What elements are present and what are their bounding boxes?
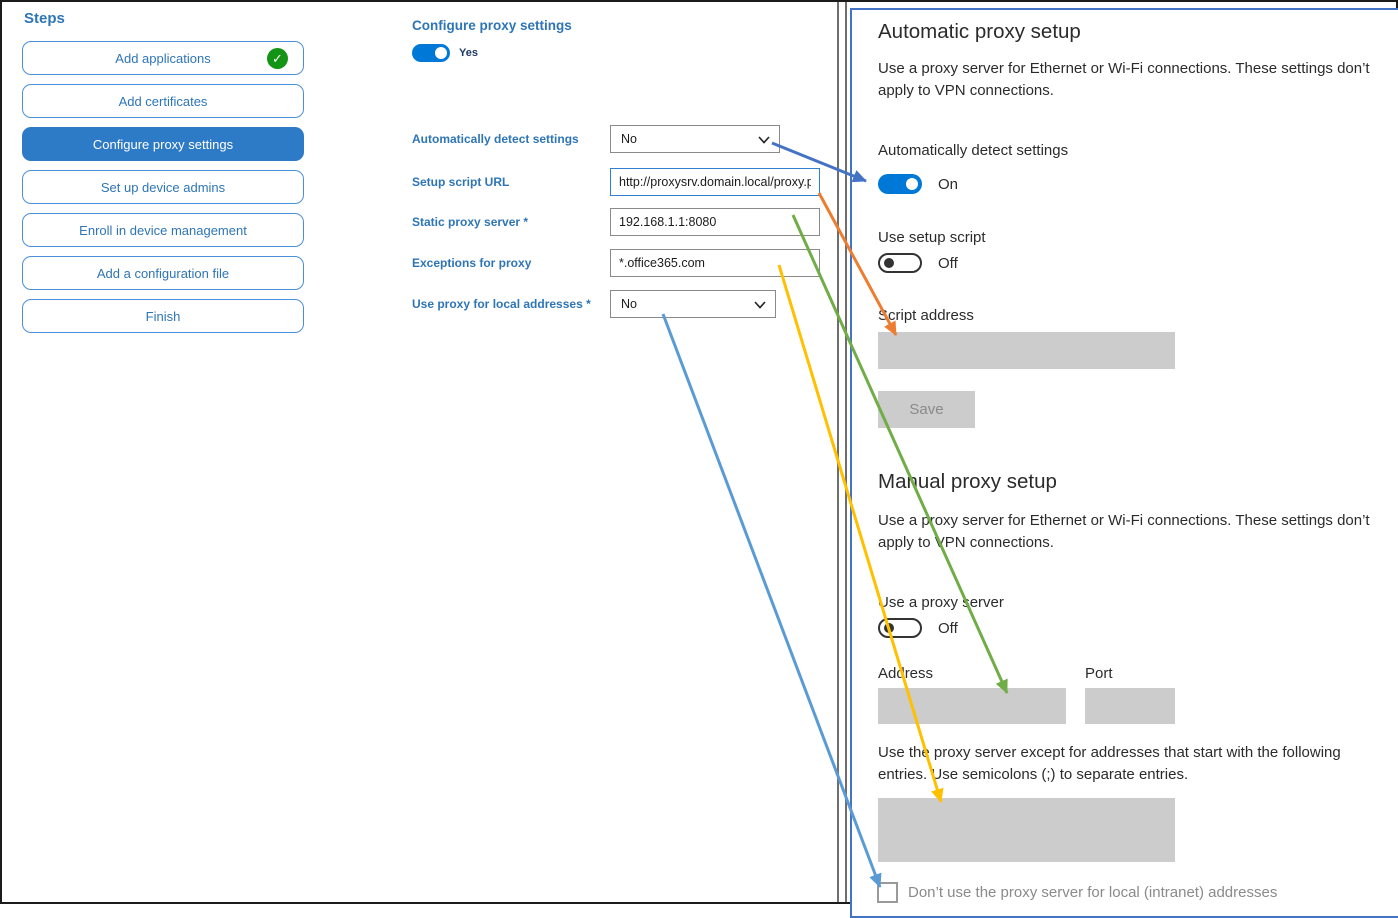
save-button[interactable]: Save	[878, 391, 975, 428]
chevron-down-icon	[754, 301, 766, 309]
proxy-exceptions-input[interactable]	[878, 798, 1175, 862]
exceptions-for-proxy-input[interactable]	[610, 249, 820, 277]
toggle-knob	[906, 178, 918, 190]
step-label: Add certificates	[118, 93, 208, 109]
step-label: Finish	[145, 308, 181, 324]
use-proxy-server-label: Use a proxy server	[878, 594, 1004, 611]
field-label: Exceptions for proxy	[412, 256, 532, 270]
step-label: Add applications	[115, 50, 211, 66]
field-label: Setup script URL	[412, 175, 510, 189]
use-setup-script-state: Off	[938, 255, 958, 272]
address-input[interactable]	[878, 688, 1066, 724]
step-label: Configure proxy settings	[92, 136, 234, 152]
detect-settings-label: Automatically detect settings	[878, 142, 1069, 159]
field-label: Static proxy server *	[412, 215, 529, 229]
step-label: Add a configuration file	[96, 265, 230, 281]
use-setup-script-toggle[interactable]	[878, 253, 922, 273]
use-proxy-local-dropdown[interactable]: No	[610, 290, 776, 318]
port-input[interactable]	[1085, 688, 1175, 724]
step-add-a-configuration-file[interactable]: Add a configuration file	[22, 256, 304, 290]
step-label: Set up device admins	[100, 179, 226, 195]
dropdown-value: No	[621, 132, 637, 146]
proxy-exceptions-description: Use the proxy server except for addresse…	[878, 744, 1341, 783]
steps-title: Steps	[24, 10, 65, 27]
field-label: Use proxy for local addresses *	[412, 297, 591, 311]
manual-proxy-setup-title: Manual proxy setup	[878, 470, 1057, 493]
step-label: Enroll in device management	[79, 222, 247, 238]
configure-proxy-toggle-row: Yes	[412, 44, 478, 62]
detect-settings-toggle[interactable]	[878, 174, 922, 194]
static-proxy-server-input[interactable]	[610, 208, 820, 236]
step-set-up-device-admins[interactable]: Set up device admins	[22, 170, 304, 204]
windows-proxy-settings-panel: Automatic proxy setup Use a proxy server…	[850, 8, 1398, 918]
local-intranet-checkbox-label: Don’t use the proxy server for local (in…	[908, 884, 1278, 901]
step-configure-proxy-settings[interactable]: Configure proxy settings	[22, 127, 304, 161]
use-proxy-server-state: Off	[938, 620, 958, 637]
use-proxy-server-toggle[interactable]	[878, 618, 922, 638]
step-finish[interactable]: Finish	[22, 299, 304, 333]
toggle-state-label: Yes	[459, 47, 478, 59]
manual-proxy-description: Use a proxy server for Ethernet or Wi-Fi…	[878, 512, 1370, 551]
step-add-certificates[interactable]: Add certificates	[22, 84, 304, 118]
steps-sidebar: Steps Add applications ✓ Add certificate…	[22, 10, 304, 342]
automatic-proxy-description: Use a proxy server for Ethernet or Wi-Fi…	[878, 60, 1370, 99]
setup-script-url-input[interactable]	[610, 168, 820, 196]
automatic-proxy-setup-title: Automatic proxy setup	[878, 20, 1081, 43]
form-title: Configure proxy settings	[412, 18, 572, 33]
toggle-knob	[884, 258, 894, 268]
pane-divider-line	[837, 2, 839, 902]
arrow-local-addresses	[661, 313, 882, 888]
configure-proxy-toggle[interactable]	[412, 44, 450, 62]
local-intranet-checkbox[interactable]	[877, 882, 898, 903]
address-label: Address	[878, 665, 934, 682]
script-address-label: Script address	[878, 307, 974, 324]
detect-settings-state: On	[938, 176, 959, 193]
completed-check-icon: ✓	[267, 48, 288, 69]
toggle-knob	[435, 47, 447, 59]
pane-divider-line	[845, 2, 847, 902]
use-setup-script-label: Use setup script	[878, 229, 986, 246]
step-enroll-in-device-management[interactable]: Enroll in device management	[22, 213, 304, 247]
dropdown-value: No	[621, 297, 637, 311]
step-add-applications[interactable]: Add applications ✓	[22, 41, 304, 75]
chevron-down-icon	[758, 136, 770, 144]
detect-settings-dropdown[interactable]: No	[610, 125, 780, 153]
script-address-input[interactable]	[878, 332, 1175, 369]
toggle-knob	[884, 623, 894, 633]
field-label: Automatically detect settings	[412, 132, 579, 146]
port-label: Port	[1085, 665, 1113, 682]
